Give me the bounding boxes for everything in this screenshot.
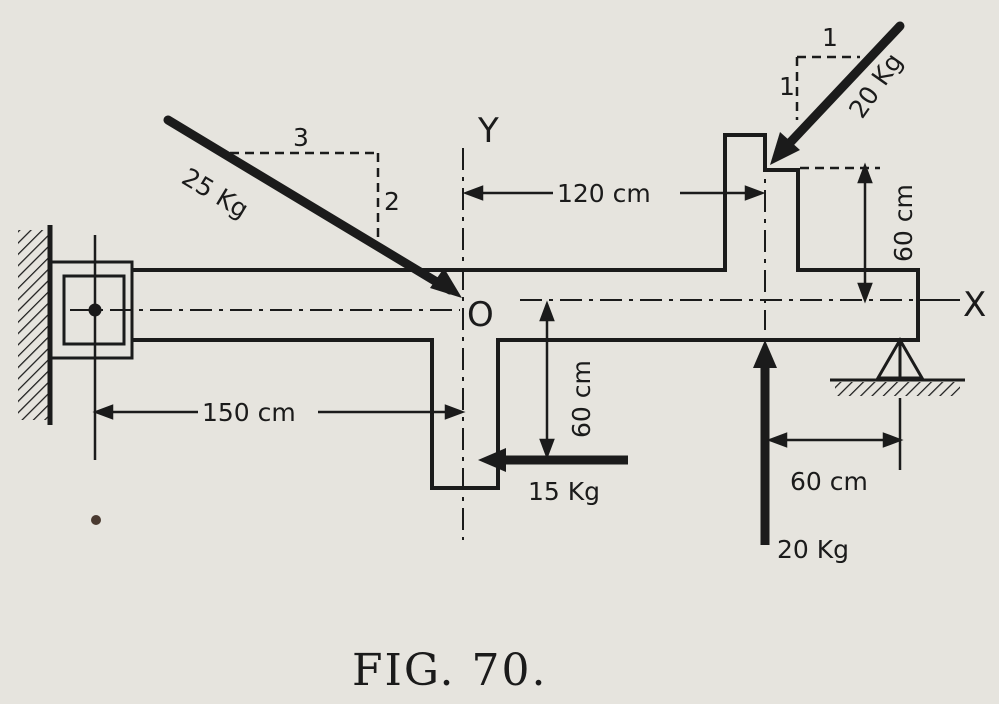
wall [18,225,53,425]
dim-120cm-label: 120 cm [557,179,651,208]
ground-hatch [835,382,960,396]
force-20kg-inclined-label: 20 Kg [843,48,908,124]
dim-150cm [92,404,466,420]
dim-60cm-support [766,398,904,470]
force-20kg-run-label: 1 [822,23,838,52]
origin-label: O [467,295,494,335]
dim-60cm-right [800,162,880,304]
wall-bracket [48,235,134,460]
force-20kg-rise-label: 1 [779,72,795,101]
force-25kg-run-label: 3 [293,123,309,152]
force-25kg-arrow [163,115,462,298]
force-15kg-label: 15 Kg [528,477,600,506]
ink-spot [91,515,101,525]
dim-120cm [462,185,766,201]
y-axis-label: Y [477,111,499,151]
dim-60cm-lower-label: 60 cm [567,360,596,438]
dim-150cm-label: 150 cm [202,398,296,427]
force-25kg-label: 25 Kg [177,162,254,224]
force-20kg-vertical-arrow [753,340,777,545]
force-25kg-slope-triangle [230,151,380,245]
force-25kg-rise-label: 2 [384,187,400,216]
force-20kg-inclined-arrow [770,21,905,165]
dim-60cm-support-label: 60 cm [790,467,868,496]
center-lines [70,148,940,540]
figure-caption: FIG. 70. [352,645,547,696]
force-20kg-slope-triangle [795,55,860,120]
force-15kg-arrow [478,448,628,472]
force-20kg-vertical-label: 20 Kg [777,535,849,564]
frame-member [132,133,920,490]
x-axis-label: X [963,285,986,325]
pin-support [830,337,965,382]
dim-60cm-right-label: 60 cm [889,184,918,262]
dim-60cm-lower [539,300,555,460]
